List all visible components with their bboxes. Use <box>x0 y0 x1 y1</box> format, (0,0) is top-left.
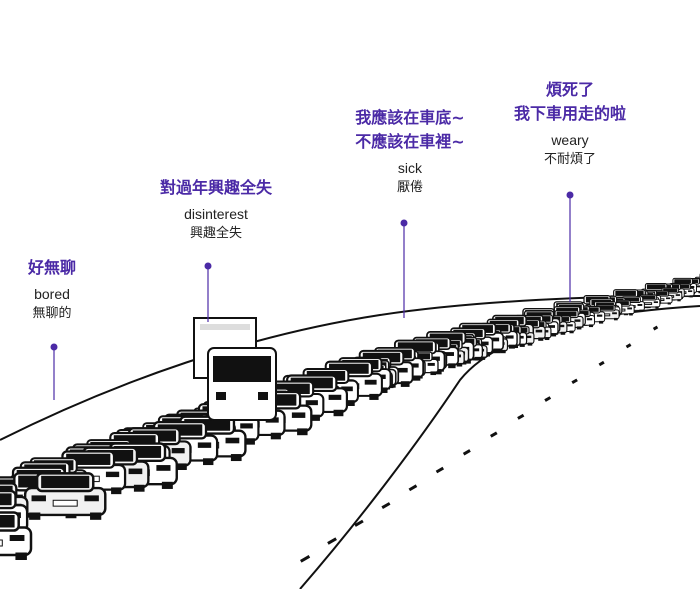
annotation-english: bored <box>34 286 70 302</box>
annotation-disinterest: 對過年興趣全失 disinterest 興趣全失 <box>160 176 272 244</box>
car <box>0 511 33 560</box>
annotation-title: 好無聊 <box>27 258 77 277</box>
lane-dash <box>544 396 552 402</box>
annotation-pins <box>50 191 574 400</box>
lane-dash <box>381 502 391 510</box>
lane-dash <box>652 325 659 331</box>
pin-dot <box>50 343 58 351</box>
annotation-english: weary <box>551 132 589 148</box>
annotation-title: 煩死了 <box>545 80 595 99</box>
pin-dot <box>400 219 408 227</box>
annotation-chinese: 無聊的 <box>32 306 72 321</box>
lane-dash <box>571 378 578 385</box>
annotation-weary: 煩死了 我下車用走的啦 weary 不耐煩了 <box>514 78 626 170</box>
annotation-english: sick <box>397 160 423 176</box>
annotation-english: disinterest <box>184 206 248 222</box>
annotation-title: 我應該在車底~ <box>355 108 465 127</box>
lane-dash <box>435 466 445 474</box>
traffic-cars <box>0 273 700 560</box>
lane-dash <box>408 484 418 492</box>
annotation-bored: 好無聊 bored 無聊的 <box>28 256 76 324</box>
annotation-title-line2: 我下車用走的啦 <box>513 104 627 123</box>
lane-dash <box>327 537 337 545</box>
lane-dash <box>354 519 364 527</box>
lane-dash <box>598 360 605 367</box>
lane-dash <box>462 449 471 456</box>
pin-dot <box>566 191 574 199</box>
lane-dash <box>625 343 632 349</box>
annotation-title: 對過年興趣全失 <box>159 178 273 197</box>
lane-dash <box>517 413 525 420</box>
lane-dash <box>300 555 311 563</box>
bus <box>207 347 277 421</box>
pin-dot <box>204 262 212 270</box>
annotation-chinese: 興趣全失 <box>189 226 243 241</box>
annotation-title-line2: 不應該在車裡~ <box>355 132 465 151</box>
annotation-sick: 我應該在車底~ 不應該在車裡~ sick 厭倦 <box>355 106 464 198</box>
annotation-chinese: 厭倦 <box>396 180 424 195</box>
annotation-chinese: 不耐煩了 <box>543 152 597 167</box>
car <box>23 472 107 520</box>
lane-dash <box>490 431 498 438</box>
